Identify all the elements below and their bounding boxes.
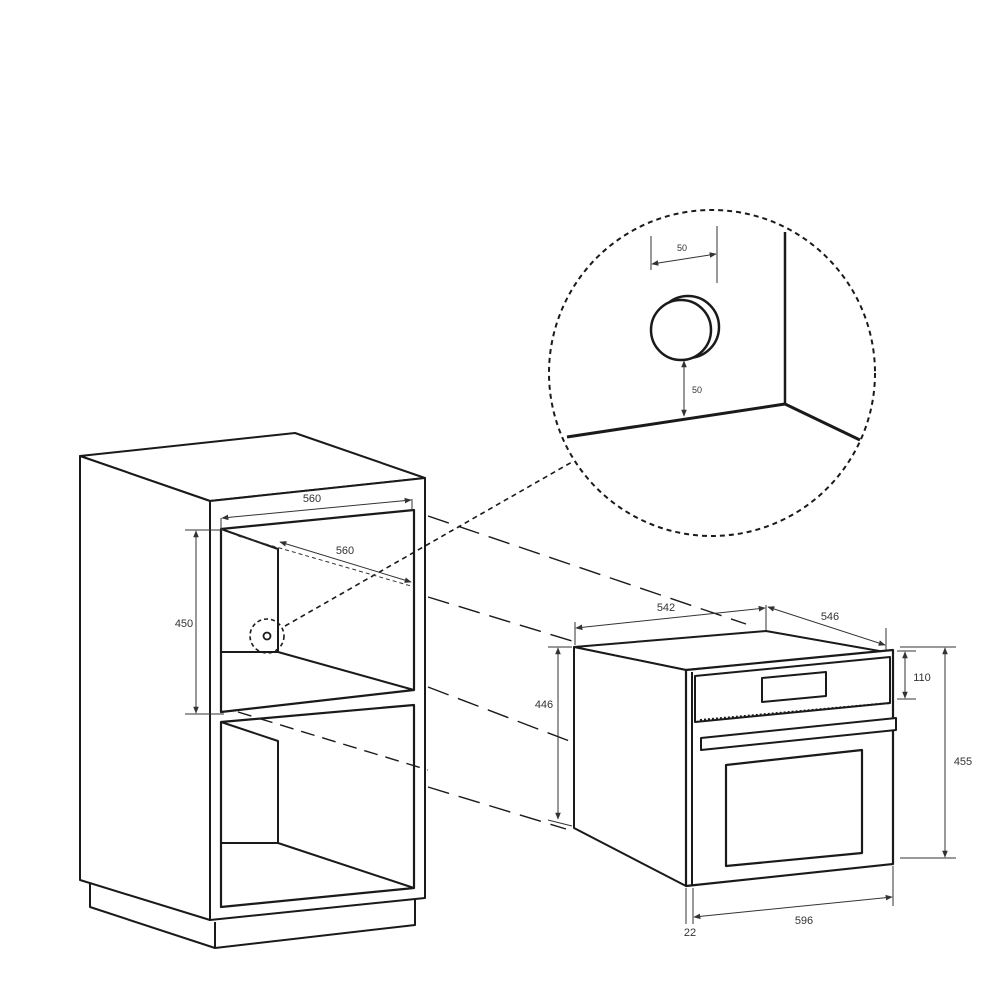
oven-body-height-label: 446 <box>535 699 553 711</box>
cabinet-depth-label: 560 <box>336 545 354 557</box>
oven-dimensions <box>547 605 956 924</box>
cabinet-dimensions <box>185 497 413 715</box>
oven-side-depth-label: 546 <box>821 611 839 623</box>
oven <box>573 630 897 888</box>
cabinet <box>79 432 426 949</box>
socket-offset-x-label: 50 <box>677 243 687 253</box>
projection-lines <box>237 515 747 830</box>
oven-width-label: 596 <box>795 915 813 927</box>
cabinet-width-label: 560 <box>303 493 321 505</box>
detail-view <box>548 209 876 537</box>
socket-icon <box>649 294 721 362</box>
oven-total-height-label: 455 <box>954 756 972 768</box>
oven-depth-label: 542 <box>657 602 675 614</box>
cabinet-height-label: 450 <box>175 618 193 630</box>
socket-offset-y-label: 50 <box>692 385 702 395</box>
oven-panel-height-label: 110 <box>913 672 931 684</box>
oven-front-thickness-label: 22 <box>684 927 696 939</box>
socket-marker <box>249 461 573 654</box>
